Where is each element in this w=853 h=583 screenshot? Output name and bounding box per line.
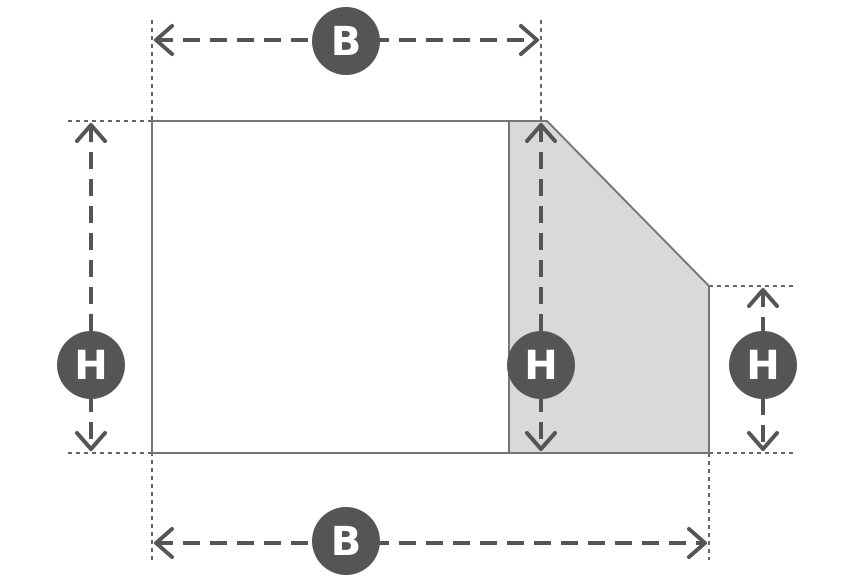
right-height-bottom-arrowhead bbox=[747, 431, 779, 451]
bottom-width-badge: B bbox=[312, 507, 380, 575]
left-height-badge: H bbox=[57, 331, 125, 399]
middle-height-badge-circle bbox=[507, 331, 575, 399]
right-height-top-arrowhead bbox=[747, 288, 779, 308]
top-width-badge: B bbox=[312, 7, 380, 75]
left-height-bottom-arrowhead bbox=[75, 431, 107, 451]
middle-height-top-arrowhead bbox=[525, 123, 557, 143]
top-width-right-arrowhead bbox=[519, 24, 539, 56]
middle-height-bottom-arrowhead bbox=[525, 431, 557, 451]
extension-lines bbox=[68, 20, 793, 560]
right-height-badge: H bbox=[729, 331, 797, 399]
middle-height-label: H bbox=[524, 343, 557, 389]
top-width-label: B bbox=[331, 19, 362, 65]
right-height-label: H bbox=[746, 343, 779, 389]
white-rectangle bbox=[151, 120, 510, 454]
bottom-width-badge-circle bbox=[312, 507, 380, 575]
middle-height-badge: H bbox=[507, 331, 575, 399]
top-width-badge-circle bbox=[312, 7, 380, 75]
bottom-width-right-arrowhead bbox=[687, 527, 707, 559]
left-height-badge-circle bbox=[57, 331, 125, 399]
left-height-label: H bbox=[74, 343, 107, 389]
top-width-left-arrowhead bbox=[154, 24, 174, 56]
left-height-top-arrowhead bbox=[75, 123, 107, 143]
arrowheads bbox=[75, 24, 779, 559]
bottom-width-left-arrowhead bbox=[154, 527, 174, 559]
bottom-width-label: B bbox=[331, 519, 362, 565]
right-height-badge-circle bbox=[729, 331, 797, 399]
